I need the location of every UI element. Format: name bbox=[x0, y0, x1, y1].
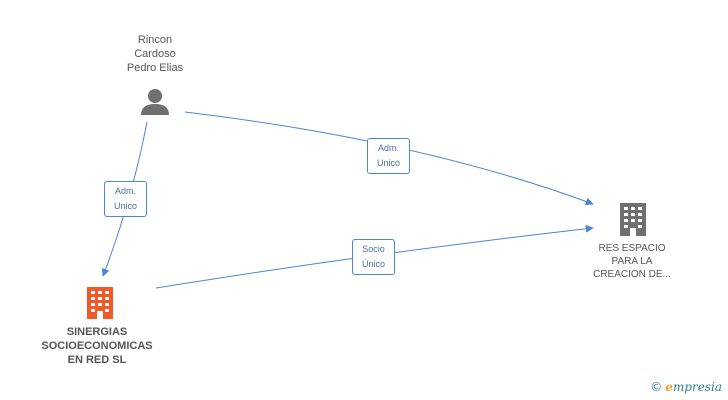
edge-label-line: Adm. bbox=[114, 186, 136, 196]
sinergias-company-label[interactable]: SINERGIAS SOCIOECONOMICAS EN RED SL bbox=[30, 325, 164, 367]
edge-label-adm-unico-right: Adm. Unico bbox=[367, 138, 410, 174]
edge-label-line: Unico bbox=[113, 201, 137, 211]
company-name-line: EN RED SL bbox=[67, 354, 127, 366]
person-name-line: Pedro Elias bbox=[126, 62, 184, 74]
company-name-line: PARA LA bbox=[611, 256, 653, 267]
person-name-line: Cardoso bbox=[134, 48, 176, 60]
edge-label-socio-unico: Socio Único bbox=[352, 239, 395, 275]
person-icon[interactable] bbox=[141, 89, 169, 115]
edge-label-line: Único bbox=[361, 259, 385, 269]
company-name-line: CREACION DE... bbox=[593, 269, 671, 280]
empresia-watermark: ©empresia bbox=[650, 380, 722, 394]
edge-label-line: Adm. bbox=[377, 143, 399, 153]
company-name-line: SOCIOECONOMICAS bbox=[41, 340, 153, 352]
edge-label-line: Socio bbox=[362, 244, 385, 254]
edge-label-line: Unico bbox=[376, 158, 400, 168]
building-icon[interactable] bbox=[620, 203, 646, 236]
building-icon[interactable] bbox=[87, 287, 113, 319]
brand-initial: e bbox=[665, 380, 673, 394]
brand-name: mpresia bbox=[672, 380, 722, 394]
person-name-line: Rincon bbox=[137, 34, 173, 46]
copyright-symbol: © bbox=[650, 380, 663, 394]
company-name-line: RES ESPACIO bbox=[598, 243, 666, 254]
edge-label-adm-unico-left: Adm. Unico bbox=[104, 181, 147, 217]
company-name-line: SINERGIAS bbox=[66, 326, 128, 338]
person-name-label[interactable]: Rincon Cardoso Pedro Elias bbox=[103, 33, 207, 75]
res-espacio-company-label[interactable]: RES ESPACIO PARA LA CREACION DE... bbox=[580, 242, 684, 281]
